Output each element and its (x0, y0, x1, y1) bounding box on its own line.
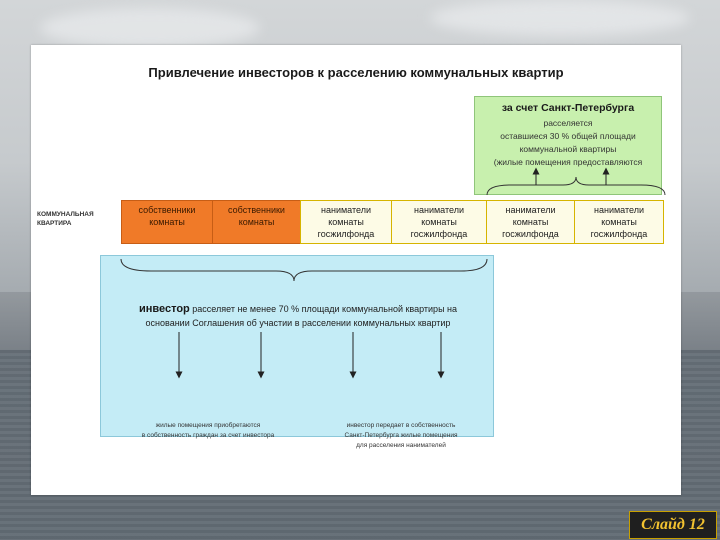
background-cloud (430, 0, 690, 36)
room-cell-text: наниматели (505, 205, 556, 215)
city-funding-line: коммунальной квартиры (519, 144, 617, 154)
city-funding-line: оставшиеся 30 % общей площади (500, 131, 636, 141)
room-cell-tenant: наниматели комнаты госжилфонда (574, 200, 664, 244)
room-cell-text: госжилфонда (590, 229, 648, 239)
investor-note-line: для расселения нанимателей (356, 442, 446, 449)
apartment-row-label-line: КВАРТИРА (37, 220, 72, 227)
room-cell-text: госжилфонда (502, 229, 559, 239)
investor-word: инвестор (138, 303, 190, 315)
room-cell-text: госжилфонда (410, 229, 468, 239)
investor-note-right: инвестор передает в собственность Санкт-… (316, 421, 486, 451)
city-funding-heading: за счет Санкт-Петербурга (501, 102, 635, 114)
background-cloud (40, 8, 260, 48)
room-cell-text: собственники (228, 205, 285, 215)
room-cell-text: наниматели (414, 205, 464, 215)
room-cell-text: комнаты (149, 217, 185, 227)
room-cell-tenant: наниматели комнаты госжилфонда (486, 200, 575, 244)
room-cell-text: собственники (138, 205, 196, 215)
investor-note-line: жилые помещения приобретаются (155, 422, 261, 429)
diagram-connectors (120, 167, 666, 379)
slide-number-badge: Слайд 12 (629, 511, 717, 539)
room-cell-owner: собственники комнаты (121, 200, 213, 244)
room-cell-text: комнаты (238, 217, 275, 227)
room-cell-text: наниматели (321, 205, 371, 215)
room-cell-text: комнаты (421, 217, 457, 227)
investor-note-line: в собственность граждан за счет инвестор… (141, 432, 275, 439)
top-brace (486, 176, 666, 196)
investor-line-2: основании Соглашения об участии в рассел… (145, 318, 451, 328)
room-cell-tenant: наниматели комнаты госжилфонда (300, 200, 392, 244)
slide-title: Привлечение инвесторов к расселению комм… (148, 65, 564, 80)
investor-box: инвестор расселяет не менее 70 % площади… (100, 255, 494, 449)
investor-description: инвестор расселяет не менее 70 % площади… (111, 302, 485, 330)
investor-line-1: расселяет не менее 70 % площади коммунал… (189, 304, 458, 314)
room-cell-text: комнаты (512, 217, 549, 227)
city-funding-box: за счет Санкт-Петербурга расселяется ост… (474, 96, 662, 195)
bottom-brace (120, 258, 488, 282)
room-cell-owner: собственники комнаты (212, 200, 301, 244)
investor-note-line: Санкт-Петербурга жилые помещения (344, 432, 458, 439)
room-cell-tenant: наниматели комнаты госжилфонда (391, 200, 487, 244)
city-funding-line: расселяется (543, 118, 593, 128)
apartment-row-label: КОММУНАЛЬНАЯ КВАРТИРА (37, 210, 94, 228)
room-cell-text: наниматели (594, 205, 644, 215)
room-cell-text: комнаты (601, 217, 637, 227)
slide-canvas: Привлечение инвесторов к расселению комм… (31, 45, 681, 495)
city-funding-line: (жилые помещения предоставляются (493, 157, 643, 167)
room-cell-text: госжилфонда (317, 229, 375, 239)
investor-note-left: жилые помещения приобретаются в собствен… (123, 421, 293, 441)
room-cell-text: комнаты (328, 217, 364, 227)
apartment-row-label-line: КОММУНАЛЬНАЯ (37, 211, 94, 218)
investor-note-line: инвестор передает в собственность (346, 422, 456, 429)
